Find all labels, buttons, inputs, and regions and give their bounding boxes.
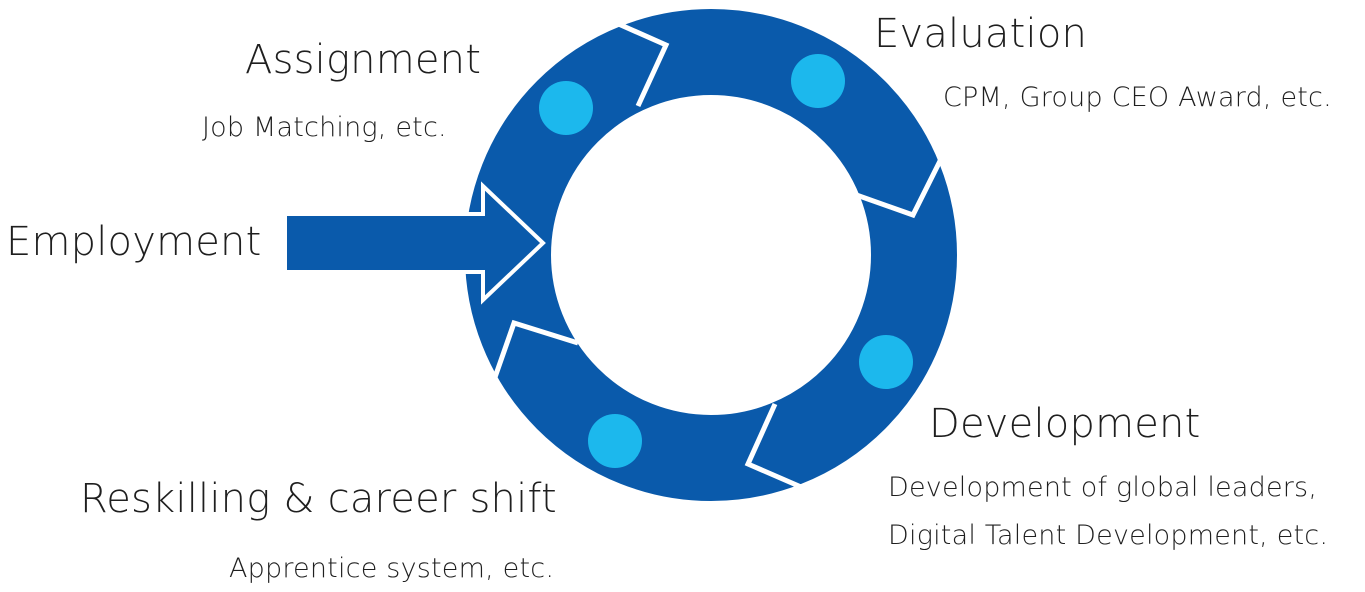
separator-left (490, 319, 579, 384)
separator-top (612, 19, 670, 108)
development-detail-line2: Digital Talent Development, etc. (888, 520, 1329, 551)
development-title: Development (929, 401, 1201, 447)
assignment-detail: Job Matching, etc. (202, 112, 447, 143)
development-detail-line1: Development of global leaders, (888, 472, 1318, 503)
evaluation-title: Evaluation (874, 11, 1088, 57)
separator-right (847, 153, 946, 219)
reskilling-dot-icon (588, 414, 642, 468)
reskilling-title: Reskilling & career shift (80, 476, 557, 522)
reskilling-detail: Apprentice system, etc. (229, 553, 555, 584)
development-dot-icon (859, 335, 913, 389)
separator-bottom (744, 402, 809, 493)
evaluation-dot-icon (791, 54, 845, 108)
assignment-title: Assignment (245, 37, 482, 83)
right-arrow-icon (283, 181, 546, 305)
employment-title: Employment (6, 219, 262, 265)
evaluation-detail: CPM, Group CEO Award, etc. (943, 82, 1332, 113)
assignment-dot-icon (539, 81, 593, 135)
